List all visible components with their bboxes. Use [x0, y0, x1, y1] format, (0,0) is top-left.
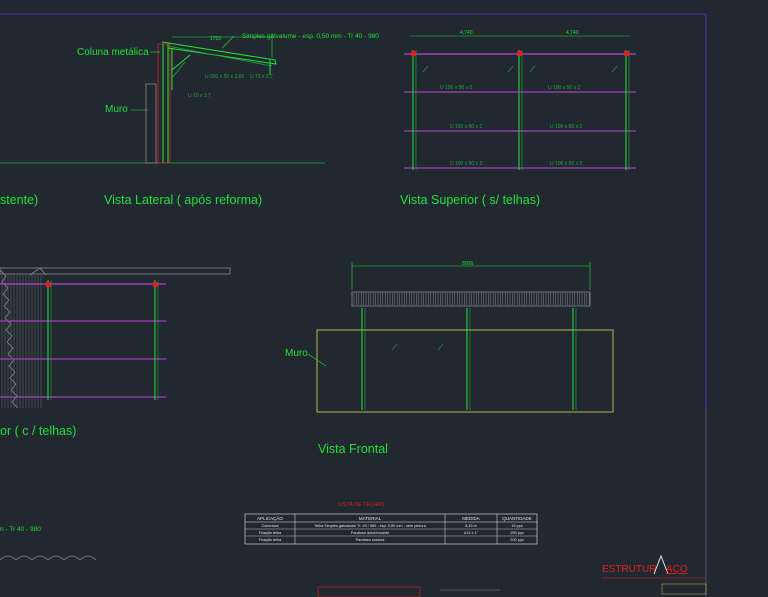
dim-superior-right: 4,740 — [566, 30, 579, 36]
telhado-lateral — [161, 41, 277, 65]
title-vista-superior-telhas: or ( c / telhas) — [0, 424, 76, 438]
logo-suffix: AÇO — [666, 564, 688, 575]
table-title: LISTA DE TELHAS — [338, 502, 385, 508]
brand-logo: ESTRUTUR AÇO — [602, 554, 707, 595]
title-vista-lateral: Vista Lateral ( após reforma) — [104, 193, 262, 207]
telha-frontal — [351, 291, 591, 307]
table-cell: Parafuso autobrocante — [351, 531, 389, 535]
dim-superior-beam-3: U 100 x 50 x 2 — [450, 124, 482, 130]
dim-frontal-width: 8006 — [462, 261, 473, 267]
table-cell: 8,15 m — [465, 524, 477, 528]
dim-lateral-top: 1710 — [210, 36, 221, 42]
vista-superior-telhas-drawing — [0, 267, 231, 409]
logo-a-icon — [653, 554, 669, 575]
dim-superior-left: 4,740 — [460, 30, 473, 36]
drawing-frame — [0, 13, 707, 597]
label-muro-lateral: Muro — [105, 104, 128, 115]
table-cell: Cobertura — [262, 524, 280, 528]
telha-profile-wave — [0, 555, 97, 561]
label-left-spec: n - Tr 40 - 980 — [0, 526, 41, 533]
vista-superior-drawing: 4,740 4,740 U 100 x 50 x 2 U 100 x 50 x … — [404, 30, 636, 170]
logo-text: ESTRUTUR — [602, 564, 656, 575]
title-vista-existente: stente) — [0, 193, 38, 207]
dim-lateral-col: U 70 x 3,7 — [188, 93, 211, 99]
dim-superior-beam-4: U 100 x 50 x 2 — [550, 124, 582, 130]
table-header-quantidade: QUANTIDADE — [502, 516, 532, 521]
dim-superior-beam-6: U 100 x 50 x 2 — [550, 161, 582, 167]
vista-frontal-drawing: 8006 — [307, 261, 614, 413]
table-cell: 200 pçs — [510, 538, 523, 542]
vista-lateral-drawing: 1710 U 300 x 50 x 2,65 U 72 x 3,7 U 70 x… — [0, 33, 325, 164]
label-coluna-metalica: Coluna metálica — [77, 47, 149, 58]
title-vista-superior: Vista Superior ( s/ telhas) — [400, 193, 540, 207]
coluna-metalica-shape — [157, 43, 171, 164]
table-cell: Fixação telha — [259, 538, 282, 542]
dim-superior-beam-2: U 100 x 50 x 2 — [548, 85, 580, 91]
muro-frontal-shape — [316, 329, 614, 413]
dim-superior-beam-5: U 100 x 50 x 2 — [450, 161, 482, 167]
table-header-aplicacao: APLICAÇÃO — [257, 515, 283, 521]
table-header-material: MATERIAL — [359, 516, 382, 521]
table-cell: 250 pçs — [510, 531, 523, 535]
table-cell: Telha Simples galvalume Tr. 40 / 980 - e… — [314, 524, 427, 528]
dim-lateral-beam: U 300 x 50 x 2,65 — [205, 74, 244, 80]
table-cell: #14 x 1" — [464, 531, 478, 535]
muro-lateral-shape — [145, 83, 157, 164]
table-cell: Fixação telha — [259, 531, 282, 535]
label-muro-frontal: Muro — [285, 348, 308, 359]
table-header-medida: MEDIDA — [462, 516, 480, 521]
title-vista-frontal: Vista Frontal — [318, 442, 388, 456]
dim-superior-beam-1: U 100 x 50 x 2 — [440, 85, 472, 91]
table-cell: 15 pçs — [511, 524, 522, 528]
table-cell: Parafuso costura — [356, 538, 386, 542]
lista-telhas-table: LISTA DE TELHAS APLICAÇÃO MATERIAL MEDID… — [244, 502, 538, 545]
dim-lateral-cw: U 72 x 3,7 — [250, 74, 273, 80]
label-telha-spec: Simples galvalume - esp. 0,50 mm - Tr 40… — [242, 33, 379, 40]
stamp-box — [317, 586, 421, 597]
